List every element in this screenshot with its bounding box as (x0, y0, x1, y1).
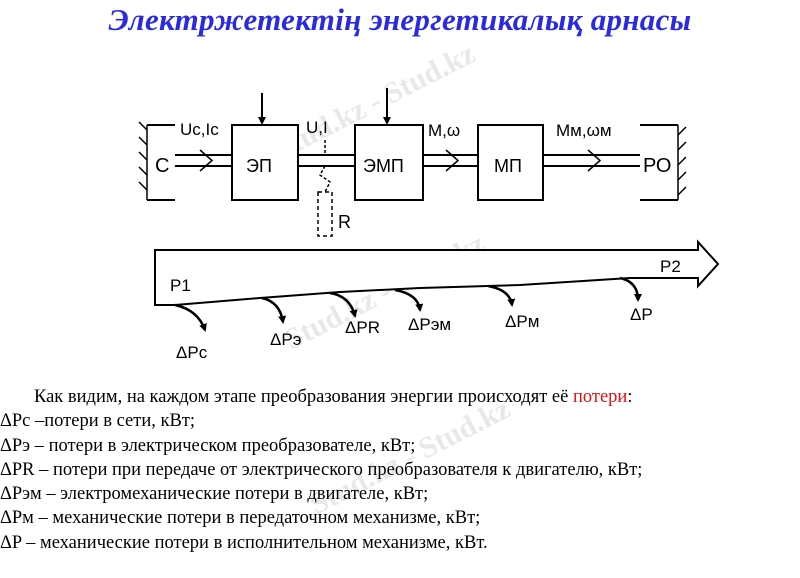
loss-definition: ΔPэ – потери в электрическом преобразова… (0, 435, 416, 456)
intro-text: Как видим, на каждом этапе преобразовани… (34, 387, 573, 407)
loss-definition: ΔP – механические потери в исполнительно… (0, 532, 488, 553)
signal-uc-ic: Uc,Ic (180, 120, 219, 139)
loss-label-working: ΔP (630, 305, 653, 324)
signal-m-omega: M,ω (428, 121, 460, 140)
loss-label-motor: ΔPэм (408, 315, 451, 334)
explanation-text: Как видим, на каждом этапе преобразовани… (0, 385, 800, 555)
loss-definition: ΔPс –потери в сети, кВт; (0, 411, 196, 432)
signal-mm-omegam: Mм,ωм (556, 121, 612, 140)
motor-label: ЭМП (363, 156, 404, 176)
slide-title: Электржетектің энергетикалық арнасы (108, 2, 692, 37)
transmission-block (477, 124, 544, 201)
power-p2: P2 (660, 257, 681, 276)
energy-channel-diagram: С Uc,Ic ЭП U,I R ЭМП M,ω МП Mм,ωм РО P1 … (138, 88, 720, 362)
losses-highlight: потери (572, 387, 628, 407)
signal-u-i: U,I (306, 118, 328, 137)
motor-block (354, 124, 424, 201)
power-flow-band (154, 239, 720, 306)
loss-label-transfer: ΔPR (345, 318, 380, 337)
source-hatching (138, 121, 148, 200)
source-label: С (155, 155, 169, 177)
converter-label: ЭП (246, 156, 272, 176)
resistor-label: R (338, 212, 351, 232)
loss-definition: ΔPм – механические потери в передаточном… (0, 508, 481, 529)
transmission-label: МП (494, 156, 522, 176)
loss-label-transmission: ΔPм (505, 312, 539, 331)
loss-label-converter: ΔPэ (270, 330, 301, 349)
loss-definition: ΔPэм – электромеханические потери в двиг… (0, 484, 429, 505)
loss-label-grid: ΔPc (176, 343, 208, 362)
flow-chevron-icon (445, 149, 460, 172)
loss-arrows (174, 276, 642, 332)
loss-definition: ΔPR – потери при передаче от электрическ… (0, 459, 643, 480)
intro-colon: : (627, 387, 633, 407)
intro-line: Как видим, на каждом этапе преобразовани… (0, 385, 800, 409)
working-body-hatching (677, 125, 687, 200)
power-p1: P1 (170, 276, 191, 295)
flow-chevron-icon (199, 149, 214, 172)
flow-chevron-icon (587, 149, 602, 172)
resistor-element (317, 191, 333, 237)
working-body-label: РО (643, 155, 671, 177)
converter-block (231, 124, 299, 201)
